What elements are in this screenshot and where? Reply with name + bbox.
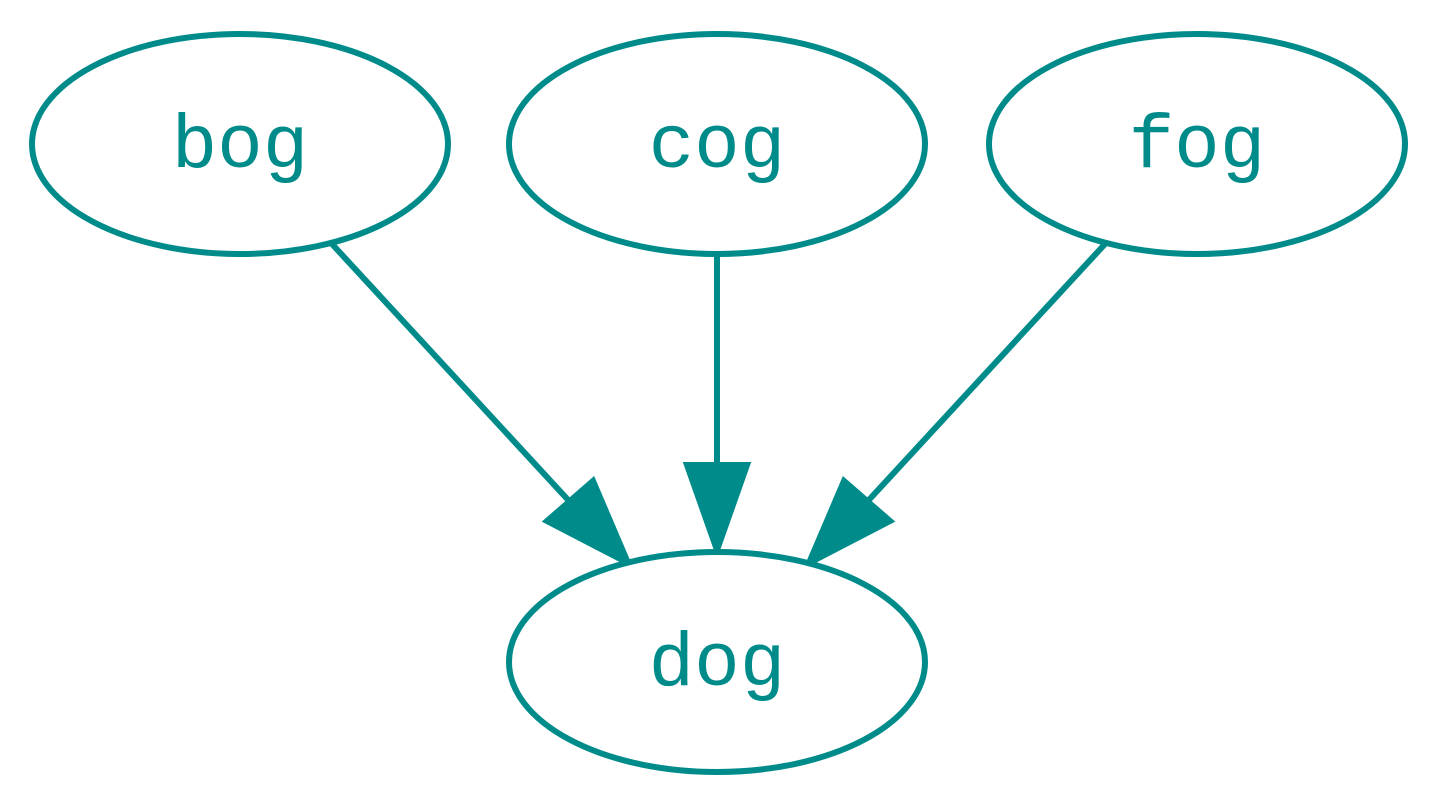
node-label: fog (1129, 104, 1266, 190)
node-label: bog (172, 104, 309, 190)
node-ellipse (986, 31, 1408, 257)
edge-line (864, 241, 1108, 505)
arrowhead (802, 476, 896, 570)
node-label: dog (649, 622, 786, 708)
node-ellipse (29, 31, 451, 257)
node-ellipse (506, 31, 928, 257)
edge-fog-to-dog (802, 241, 1108, 570)
node-ellipse (506, 549, 928, 775)
arrowhead (541, 476, 635, 570)
edge-cog-to-dog (682, 256, 752, 560)
node-label: cog (649, 104, 786, 190)
node-bog[interactable]: bog (29, 31, 451, 257)
node-dog[interactable]: dog (506, 549, 928, 775)
edge-line (329, 241, 573, 505)
node-cog[interactable]: cog (506, 31, 928, 257)
arrowhead (682, 462, 752, 560)
edge-bog-to-dog (329, 241, 635, 570)
node-fog[interactable]: fog (986, 31, 1408, 257)
